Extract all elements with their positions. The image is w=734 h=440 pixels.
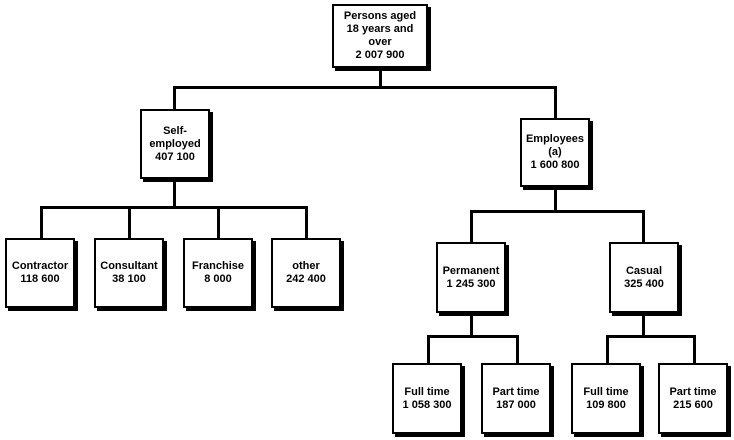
node-consultant: Consultant 38 100 — [94, 238, 164, 308]
node-casual: Casual 325 400 — [609, 242, 679, 313]
connector — [128, 206, 131, 239]
node-label-line: Persons aged — [343, 10, 417, 22]
node-label: Franchise — [192, 260, 244, 272]
connector — [427, 335, 430, 363]
node-label-line: Self- — [163, 124, 187, 137]
node-permanent-full-time: Full time 1 058 300 — [392, 363, 462, 434]
connector — [217, 206, 220, 239]
node-value: 38 100 — [112, 273, 146, 285]
connector — [40, 206, 43, 239]
node-persons-aged-18-and-over: Persons aged 18 years and over 2 007 900 — [332, 4, 428, 68]
node-label: Casual — [625, 264, 663, 277]
node-value: 109 800 — [586, 398, 626, 411]
connector — [470, 312, 473, 337]
node-contractor: Contractor 118 600 — [5, 238, 75, 308]
node-label-line: Employees — [525, 133, 585, 145]
node-self-employed: Self- employed 407 100 — [140, 109, 210, 179]
node-franchise: Franchise 8 000 — [183, 238, 253, 308]
node-label: Full time — [404, 385, 450, 398]
node-value: 242 400 — [286, 273, 326, 285]
connector — [40, 206, 308, 209]
connector — [173, 86, 176, 109]
connector — [470, 210, 473, 242]
node-label: other — [292, 260, 320, 272]
node-label-line: employed — [149, 137, 201, 150]
node-other: other 242 400 — [271, 238, 341, 308]
node-value: 215 600 — [673, 398, 713, 411]
node-value: 407 100 — [155, 150, 195, 163]
node-value: 187 000 — [496, 398, 536, 411]
node-value: 1 245 300 — [446, 277, 496, 290]
node-label: Consultant — [100, 260, 158, 272]
connector — [554, 186, 557, 212]
node-label-line: (a) — [548, 146, 562, 158]
node-label: Full time — [583, 385, 629, 398]
node-label: Permanent — [442, 264, 500, 277]
node-casual-part-time: Part time 215 600 — [658, 363, 728, 434]
node-casual-full-time: Full time 109 800 — [571, 363, 641, 434]
node-value: 2 007 900 — [355, 49, 405, 61]
node-value: 118 600 — [20, 273, 60, 285]
connector — [470, 210, 645, 213]
node-employees: Employees (a) 1 600 800 — [520, 118, 590, 187]
node-label: Contractor — [11, 260, 69, 272]
connector — [173, 178, 176, 208]
node-permanent-part-time: Part time 187 000 — [481, 363, 551, 434]
connector — [305, 206, 308, 239]
connector — [554, 86, 557, 118]
node-value: 325 400 — [624, 277, 664, 290]
node-value: 8 000 — [204, 273, 232, 285]
node-label: Part time — [669, 385, 717, 398]
connector — [693, 335, 696, 363]
connector — [379, 67, 382, 87]
connector — [606, 335, 609, 363]
connector — [516, 335, 519, 363]
node-value: 1 058 300 — [402, 398, 452, 411]
connector — [642, 312, 645, 337]
node-value: 1 600 800 — [530, 159, 580, 171]
connector — [427, 335, 519, 338]
node-label: Part time — [492, 385, 540, 398]
connector — [173, 86, 557, 89]
node-label-line: 18 years and — [346, 23, 414, 35]
node-permanent: Permanent 1 245 300 — [436, 242, 506, 313]
connector — [642, 210, 645, 242]
node-label-line: over — [368, 36, 392, 48]
connector — [606, 335, 696, 338]
